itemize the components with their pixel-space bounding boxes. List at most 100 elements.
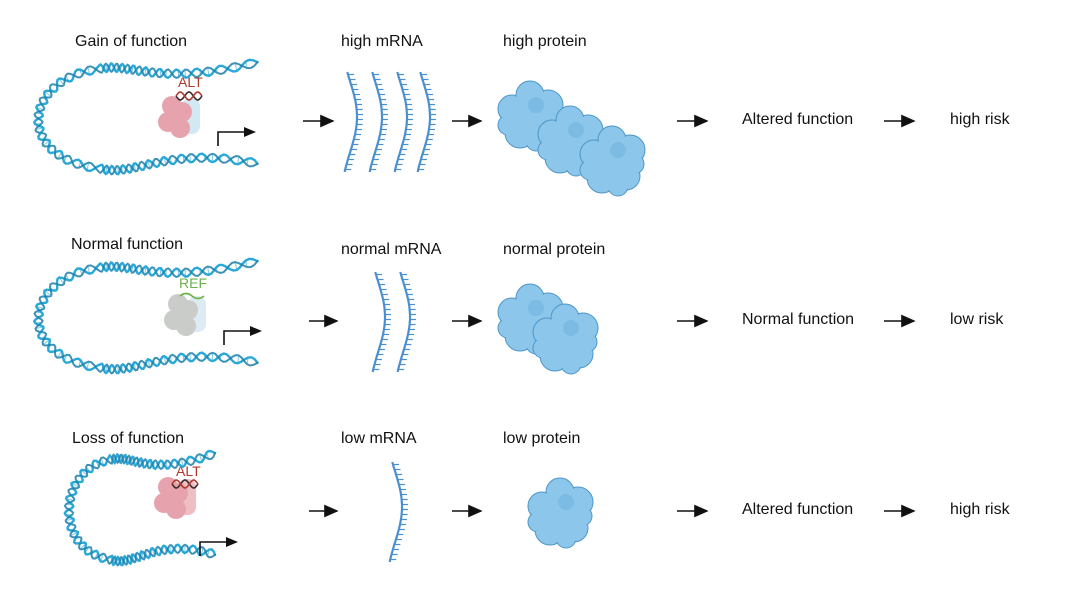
tss-line bbox=[217, 131, 244, 146]
dna-rung bbox=[199, 454, 203, 463]
protein-blob bbox=[178, 300, 198, 320]
dna-rung bbox=[105, 63, 108, 73]
dna-rung bbox=[110, 557, 113, 563]
dna-rung bbox=[144, 266, 147, 275]
dna-rung bbox=[120, 454, 123, 463]
dna-rung bbox=[245, 260, 248, 268]
dna-rung bbox=[65, 75, 70, 82]
dna-strand-b bbox=[33, 260, 259, 375]
dna-rung bbox=[140, 68, 142, 74]
dna-rung bbox=[40, 335, 46, 340]
tss-arrowhead bbox=[250, 326, 262, 336]
protein-fill bbox=[539, 121, 565, 147]
dna-strand-a bbox=[32, 257, 259, 375]
row-2-risk: low risk bbox=[950, 311, 1004, 328]
protein-fill bbox=[573, 507, 591, 525]
row-3-protein bbox=[527, 477, 594, 549]
dna-rung bbox=[153, 160, 156, 166]
dna-rung bbox=[133, 362, 137, 371]
dna-rung bbox=[65, 274, 70, 281]
dna-strand-b bbox=[63, 452, 216, 567]
dna-rung bbox=[42, 140, 50, 146]
dna-rung bbox=[130, 456, 134, 465]
protein-fill bbox=[625, 155, 643, 173]
dna-rung bbox=[138, 165, 141, 168]
dna-rung bbox=[237, 156, 240, 165]
dna-rung bbox=[107, 557, 109, 561]
variant-strand bbox=[171, 479, 199, 489]
dna-rung bbox=[142, 460, 145, 466]
row-1-risk: high risk bbox=[950, 111, 1010, 128]
dna-rung bbox=[234, 63, 238, 72]
dna-rung bbox=[55, 84, 58, 87]
row-1-mrna-strand bbox=[393, 71, 413, 173]
protein-blob bbox=[172, 102, 192, 122]
dna-rung bbox=[184, 544, 186, 554]
dna-rung bbox=[148, 551, 151, 555]
protein-pocket bbox=[563, 320, 579, 336]
dna-rung bbox=[40, 301, 44, 304]
dna-rung bbox=[49, 87, 54, 92]
row-1-title: Gain of function bbox=[75, 33, 188, 50]
row-3-mrna-strand bbox=[388, 461, 408, 563]
dna-rung bbox=[65, 518, 74, 521]
dna-rung bbox=[144, 67, 147, 76]
tss-arrowhead bbox=[244, 127, 256, 137]
dna-rung bbox=[246, 357, 249, 365]
dna-rung bbox=[169, 355, 172, 363]
row-3-transcription-complex bbox=[154, 477, 196, 519]
protein-fill bbox=[609, 177, 627, 195]
tss-arrowhead bbox=[226, 537, 238, 547]
dna-rung bbox=[135, 556, 138, 559]
dna-rung bbox=[121, 557, 123, 566]
dna-rung bbox=[122, 455, 125, 463]
dna-rung bbox=[101, 264, 104, 270]
row-1-protein-label: high protein bbox=[503, 33, 587, 50]
row-3-title: Loss of function bbox=[72, 430, 185, 447]
dna-rung bbox=[35, 326, 44, 330]
dna-rung bbox=[207, 266, 210, 275]
dna-rung bbox=[112, 556, 116, 566]
dna-rung bbox=[163, 356, 167, 365]
dna-rung bbox=[86, 162, 90, 171]
dna-rung bbox=[44, 290, 52, 297]
dna-strand-b bbox=[33, 61, 259, 176]
dna-rung bbox=[120, 64, 122, 72]
row-3-mrna-label: low mRNA bbox=[341, 430, 417, 447]
dna-rung bbox=[121, 166, 123, 174]
dna-rung bbox=[159, 268, 162, 277]
dna-rung bbox=[39, 132, 43, 135]
dna-rung bbox=[175, 461, 178, 467]
dna-rung bbox=[186, 458, 190, 464]
row-2-protein-label: normal protein bbox=[503, 241, 606, 258]
row-1-protein bbox=[579, 125, 646, 197]
row-3-dna-loop bbox=[63, 449, 217, 567]
dna-rung bbox=[127, 65, 130, 73]
dna-rung bbox=[140, 267, 142, 273]
dna-rung bbox=[113, 454, 116, 464]
dna-rung bbox=[147, 160, 151, 169]
dna-rung bbox=[101, 365, 104, 371]
protein-pocket bbox=[610, 142, 626, 158]
protein-fill bbox=[557, 529, 575, 547]
protein-blob bbox=[170, 118, 190, 138]
dna-rung bbox=[123, 557, 126, 565]
dna-rung bbox=[138, 553, 141, 559]
dna-rung bbox=[110, 456, 113, 462]
dna-rung bbox=[79, 268, 83, 276]
dna-rung bbox=[75, 479, 81, 483]
dna-rung bbox=[159, 69, 162, 78]
dna-rung bbox=[131, 264, 134, 273]
dna-helix bbox=[32, 58, 259, 176]
row-2-transcription-complex bbox=[164, 294, 206, 336]
dna-rung bbox=[131, 65, 134, 74]
dna-rung bbox=[69, 528, 75, 531]
dna-strand-a bbox=[32, 58, 259, 176]
variant-strand bbox=[171, 479, 199, 489]
dna-rung bbox=[49, 286, 54, 291]
dna-rung bbox=[70, 531, 79, 537]
protein-pocket bbox=[528, 97, 544, 113]
dna-rung bbox=[35, 122, 42, 125]
row-2-reference-helix bbox=[179, 292, 205, 300]
